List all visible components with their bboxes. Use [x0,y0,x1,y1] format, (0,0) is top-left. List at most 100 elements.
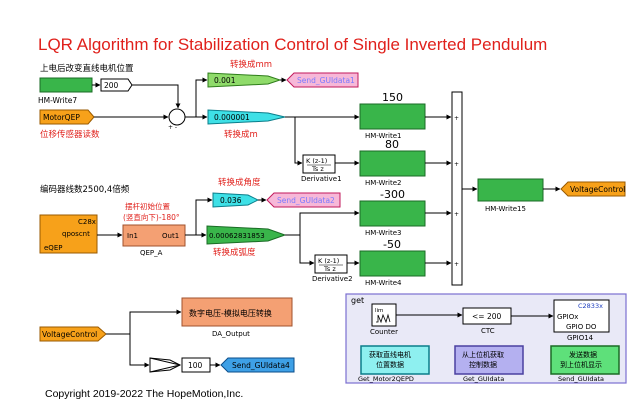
sum-plus: + [454,161,459,168]
qep-a-label: QEP_A [140,249,163,257]
send-guidata4-tag[interactable] [220,357,295,373]
derivative1-den: Ts z [311,165,324,173]
gain-200-block[interactable] [100,78,133,92]
qep-a-in: In1 [127,232,138,240]
wire [132,84,181,109]
eqep-label: eQEP [44,244,62,252]
send-guidata-l1: 发送数据 [569,350,597,359]
hm-write2-label: HM-Write2 [365,179,401,187]
gain-0036-note: 转换成角度 [218,177,261,188]
hm-write4-value: -50 [383,238,401,251]
wire [299,235,315,266]
get-guidata-block[interactable] [454,345,524,375]
hm-write4-label: HM-Write4 [365,279,402,287]
wire [294,117,303,166]
da-output-text: 数字电压-模拟电压转换 [189,308,272,318]
sum-plus: + [454,115,459,122]
wire [106,309,182,335]
get-guidata-l2: 控制数据 [469,360,497,369]
gain-000001-note: 转换成m [224,129,258,140]
sum-sign: + - [168,124,177,131]
derivative1-num: K (z-1) [306,157,327,165]
gpio-top: C2833x [578,302,603,310]
gain-000001-value: 0.000001 [214,113,250,122]
send-guidata1-label: Send_GUIdata1 [297,76,355,85]
send-guidata-l2: 到上位机显示 [560,360,602,369]
send-guidata2-tag[interactable] [266,192,341,208]
ctc-text: <= 200 [472,312,501,321]
send-guidata-label: Send_GUIdata [558,375,604,383]
counter-icon [376,313,391,324]
send-guidata1-tag[interactable] [286,72,359,88]
gain-001-value: 0.001 [214,76,236,85]
diagram-title: LQR Algorithm for Stabilization Control … [38,35,547,54]
sum-block[interactable] [168,108,186,126]
qep-a-out: Out1 [162,232,179,240]
gain-rad-block[interactable] [206,225,287,245]
get-motor2qepd-l1: 获取直线电机 [369,350,411,359]
hm-write1-value: 150 [382,91,403,104]
gain-100-tri[interactable] [149,357,181,373]
gpio-block[interactable] [553,299,610,333]
motorqep-tag[interactable] [39,109,95,125]
get-guidata-l1: 从上位机获取 [462,350,504,359]
da-output-label: DA_Output [212,330,250,338]
hm-write3-value: -300 [380,188,405,201]
get-motor2qepd-l2: 位置数据 [376,360,404,369]
wire [285,210,360,236]
get-motor2qepd-label: Get_Motor2QEPD [358,375,414,383]
hm-write2-value: 80 [385,138,399,151]
gain-rad-value: 0.00062831853 [209,232,265,240]
hm-write3-block[interactable] [359,200,426,227]
gain-0036-block[interactable] [212,192,260,208]
send-guidata2-label: Send_GUIdata2 [277,196,335,205]
copyright: Copyright 2019-2022 The HopeMotion,Inc. [45,388,243,400]
hm-write2-block[interactable] [359,150,426,177]
get-motor2qepd-block[interactable] [360,345,430,375]
derivative2-block[interactable] [314,254,348,274]
init-note-2: (竖直向下)-180° [123,212,180,222]
derivative1-label: Derivative1 [301,175,342,183]
derivative2-num: K (z-1) [318,257,339,265]
gain-001-block[interactable] [207,72,282,88]
get-guidata-label: Get_GUIdata [463,375,504,383]
gpio-bot: GPIO DO [566,323,597,331]
wire [185,77,208,118]
const-100-value: 100 [188,361,203,370]
sum-plus: + [454,261,459,268]
voltagecontrol-in-tag[interactable] [39,326,107,342]
gain-000001-block[interactable] [207,109,286,125]
gpio-label: GPIO14 [567,334,594,342]
gpio-mid: GPIOx [557,313,578,321]
gain-0036-value: 0.036 [220,196,242,205]
motorqep-label: MotorQEP [43,113,80,122]
motorqep-note: 位移传感器读数 [40,129,100,140]
da-output-block[interactable] [181,297,293,327]
top-note: 上电后改变直线电机位置 [40,63,134,74]
hm-write15-block[interactable] [477,178,544,202]
gain-rad-note: 转换成弧度 [213,247,256,258]
eqep-line2: qposcnt [62,230,90,238]
counter-label: Counter [370,328,398,336]
wire [129,334,150,368]
counter-sym: lim [375,308,383,314]
ctc-label: CTC [481,327,495,335]
send-guidata-block[interactable] [550,345,620,375]
hm-write4-block[interactable] [359,250,426,277]
voltagecontrol-out-label: VoltageControl [570,185,625,194]
hm-write1-label: HM-Write1 [365,132,401,140]
voltagecontrol-in-label: VoltageControl [42,330,97,339]
voltagecontrol-out-tag[interactable] [560,181,626,197]
eqep-block[interactable] [39,214,98,254]
eqep-line1: C28x [78,218,96,226]
hm-write7-block[interactable] [39,77,93,93]
wire [185,197,213,236]
hm-write1-block[interactable] [359,103,426,130]
derivative1-block[interactable] [302,154,336,174]
init-note-1: 摆杆初始位置 [125,201,170,211]
sum-plus: + [454,211,459,218]
derivative2-den: Ts z [323,265,336,273]
gain-200-value: 200 [104,81,119,90]
get-group-title: get [351,296,364,305]
